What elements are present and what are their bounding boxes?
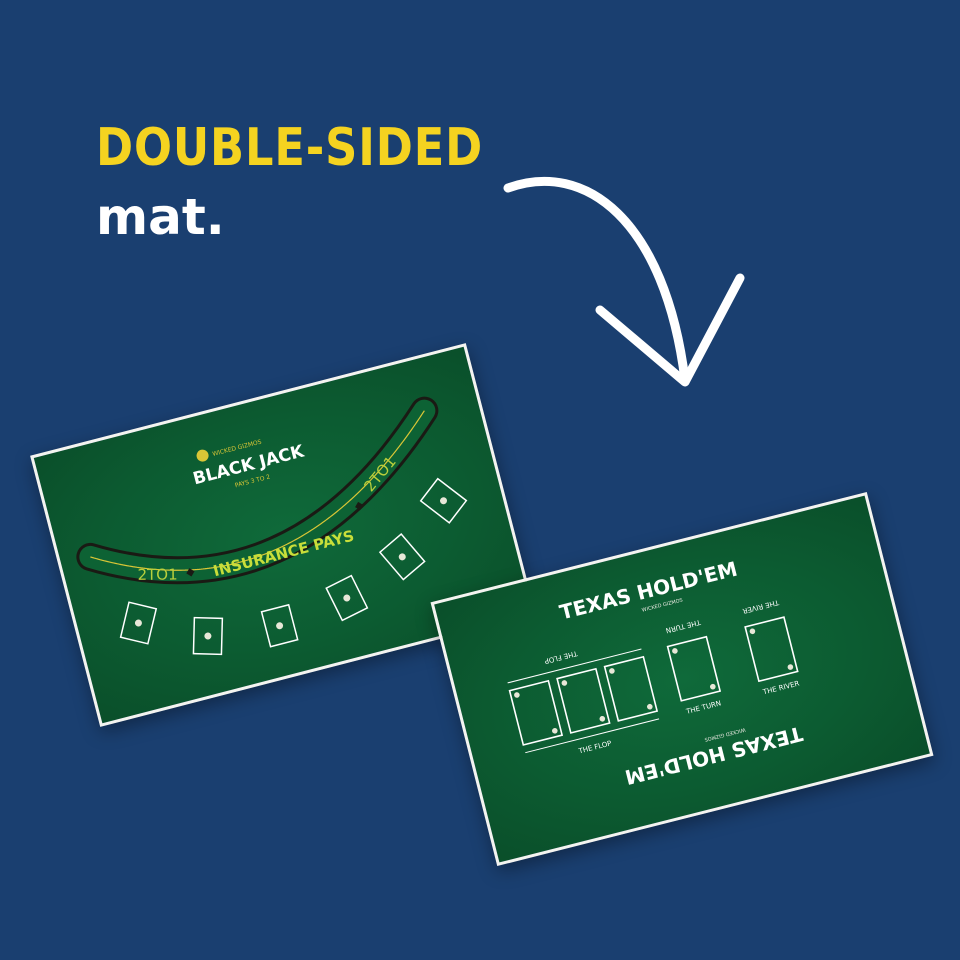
blackjack-mat: WICKED GIZMOS BLACK JACK PAYS 3 TO 2 2TO… [30, 343, 536, 727]
th-title-top: TEXAS HOLD'EM [557, 557, 740, 625]
card-spot-5 [378, 532, 426, 581]
card-spot-4 [325, 574, 369, 622]
th-river-label-bottom: THE RIVER [761, 679, 800, 696]
turn-card [666, 635, 722, 702]
flop-card-2 [556, 667, 611, 734]
insurance-arc-band [79, 399, 436, 582]
holdem-layout: TEXAS HOLD'EM WICKED GIZMOS THE FLOP THE… [507, 557, 805, 790]
th-flop-label-bottom: THE FLOP [577, 739, 613, 755]
card-spot-3 [260, 603, 299, 648]
diamond-right-icon [355, 501, 364, 511]
brand-logo-icon [196, 449, 209, 462]
insurance-arc-border [90, 410, 425, 571]
th-river-label-top: THE RIVER [741, 598, 780, 615]
headline-double-sided: DOUBLE-SIDED [96, 118, 484, 178]
th-turn-label-bottom: THE TURN [684, 699, 722, 716]
arrow-head [595, 273, 745, 387]
th-flop-label-top: THE FLOP [544, 649, 580, 665]
flop-card-3 [603, 655, 659, 722]
curved-arrow-icon [503, 176, 745, 387]
blackjack-layout: WICKED GIZMOS BLACK JACK PAYS 3 TO 2 2TO… [76, 396, 468, 656]
flop-card-1 [508, 679, 564, 746]
th-title-bottom: TEXAS HOLD'EM [622, 722, 805, 790]
flop-rule-top [507, 648, 642, 684]
headline-mat: mat. [96, 188, 225, 246]
th-turn-label-top: THE TURN [665, 618, 703, 635]
card-spot-6 [419, 477, 468, 524]
bj-odds-left: 2TO1 [137, 565, 177, 583]
flop-rule-bottom [525, 718, 660, 754]
river-card [744, 616, 799, 683]
holdem-mat: TEXAS HOLD'EM WICKED GIZMOS THE FLOP THE… [430, 491, 934, 867]
diamond-left-icon [186, 568, 195, 577]
card-spot-2 [192, 616, 224, 656]
card-spot-1 [119, 601, 158, 645]
arrow-curve [503, 176, 690, 385]
